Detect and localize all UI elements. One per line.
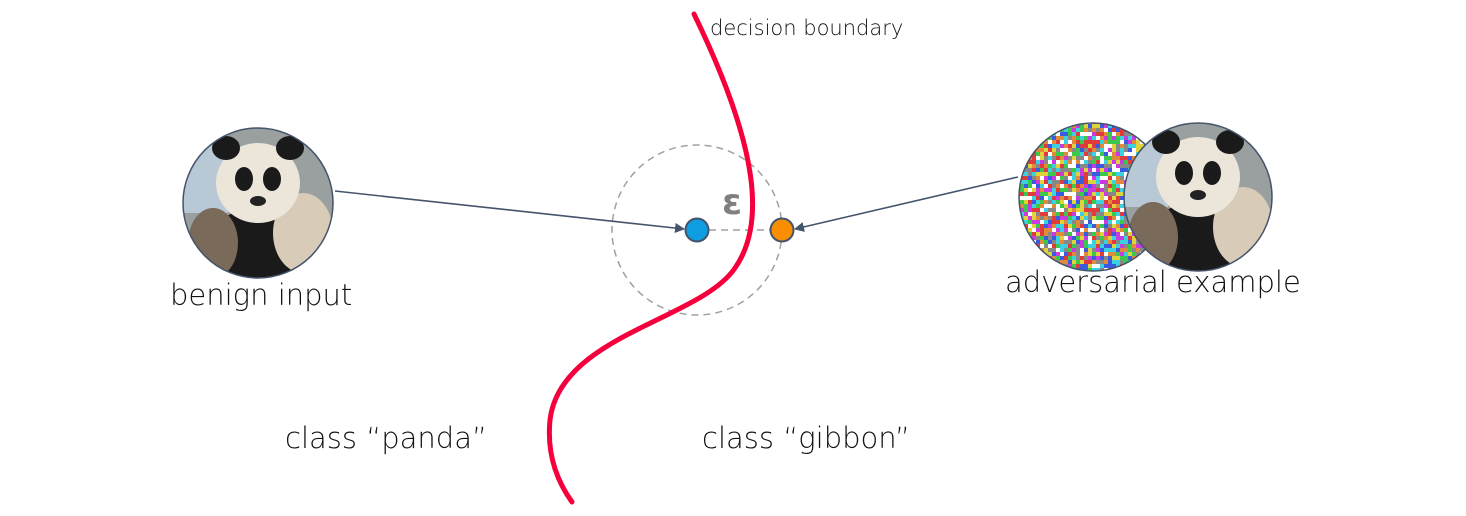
adversarial-arrow <box>794 176 1019 232</box>
decision-boundary-curve <box>546 11 756 505</box>
adversarial-point <box>769 217 795 243</box>
benign-arrow <box>334 190 685 233</box>
benign-point <box>684 217 710 243</box>
adversarial-example-label: adversarial example <box>1005 265 1301 299</box>
decision-boundary-label: decision boundary <box>710 16 904 40</box>
epsilon-label: ε <box>722 182 743 223</box>
benign-panda-image <box>183 128 333 278</box>
class-panda-label: class “panda” <box>285 421 487 455</box>
class-gibbon-label: class “gibbon” <box>702 421 911 455</box>
benign-input-label: benign input <box>170 278 353 312</box>
